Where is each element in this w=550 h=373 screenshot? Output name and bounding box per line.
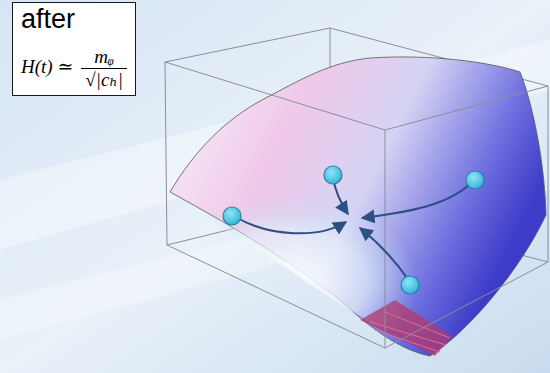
- field-particle: [223, 166, 484, 294]
- label-box: afterH(t) ≃ mᵩ√|cₕ|: [12, 2, 136, 96]
- formula-part: H(t) ≃: [21, 57, 73, 78]
- box-heading: after: [21, 5, 75, 35]
- fraction-bar: [81, 68, 127, 69]
- bounding-box: [165, 62, 548, 348]
- trajectory-arrow: [234, 178, 473, 282]
- formula-part: mᵩ: [94, 47, 114, 68]
- formula-part: √|cₕ|: [85, 70, 123, 91]
- surface-underside: [360, 300, 452, 356]
- surface-underside: [370, 312, 450, 352]
